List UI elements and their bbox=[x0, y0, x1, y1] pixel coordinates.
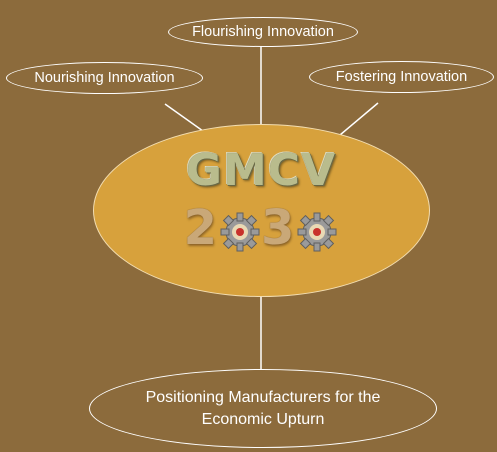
gear-icon bbox=[297, 208, 337, 252]
gmcv-logo-year: 2 3 bbox=[170, 200, 352, 256]
gmcv-logo-word: GMCV bbox=[185, 144, 337, 196]
node-fostering-innovation: Fostering Innovation bbox=[309, 61, 494, 93]
node-positioning-manufacturers: Positioning Manufacturers for the Econom… bbox=[89, 369, 437, 448]
node-nourishing-innovation: Nourishing Innovation bbox=[6, 62, 203, 94]
year-digit-3: 3 bbox=[261, 200, 297, 256]
center-oval bbox=[93, 124, 430, 297]
connector-right bbox=[339, 102, 379, 136]
year-digit-2: 2 bbox=[183, 200, 219, 256]
gear-icon bbox=[220, 208, 260, 252]
node-flourishing-innovation: Flourishing Innovation bbox=[168, 17, 358, 47]
